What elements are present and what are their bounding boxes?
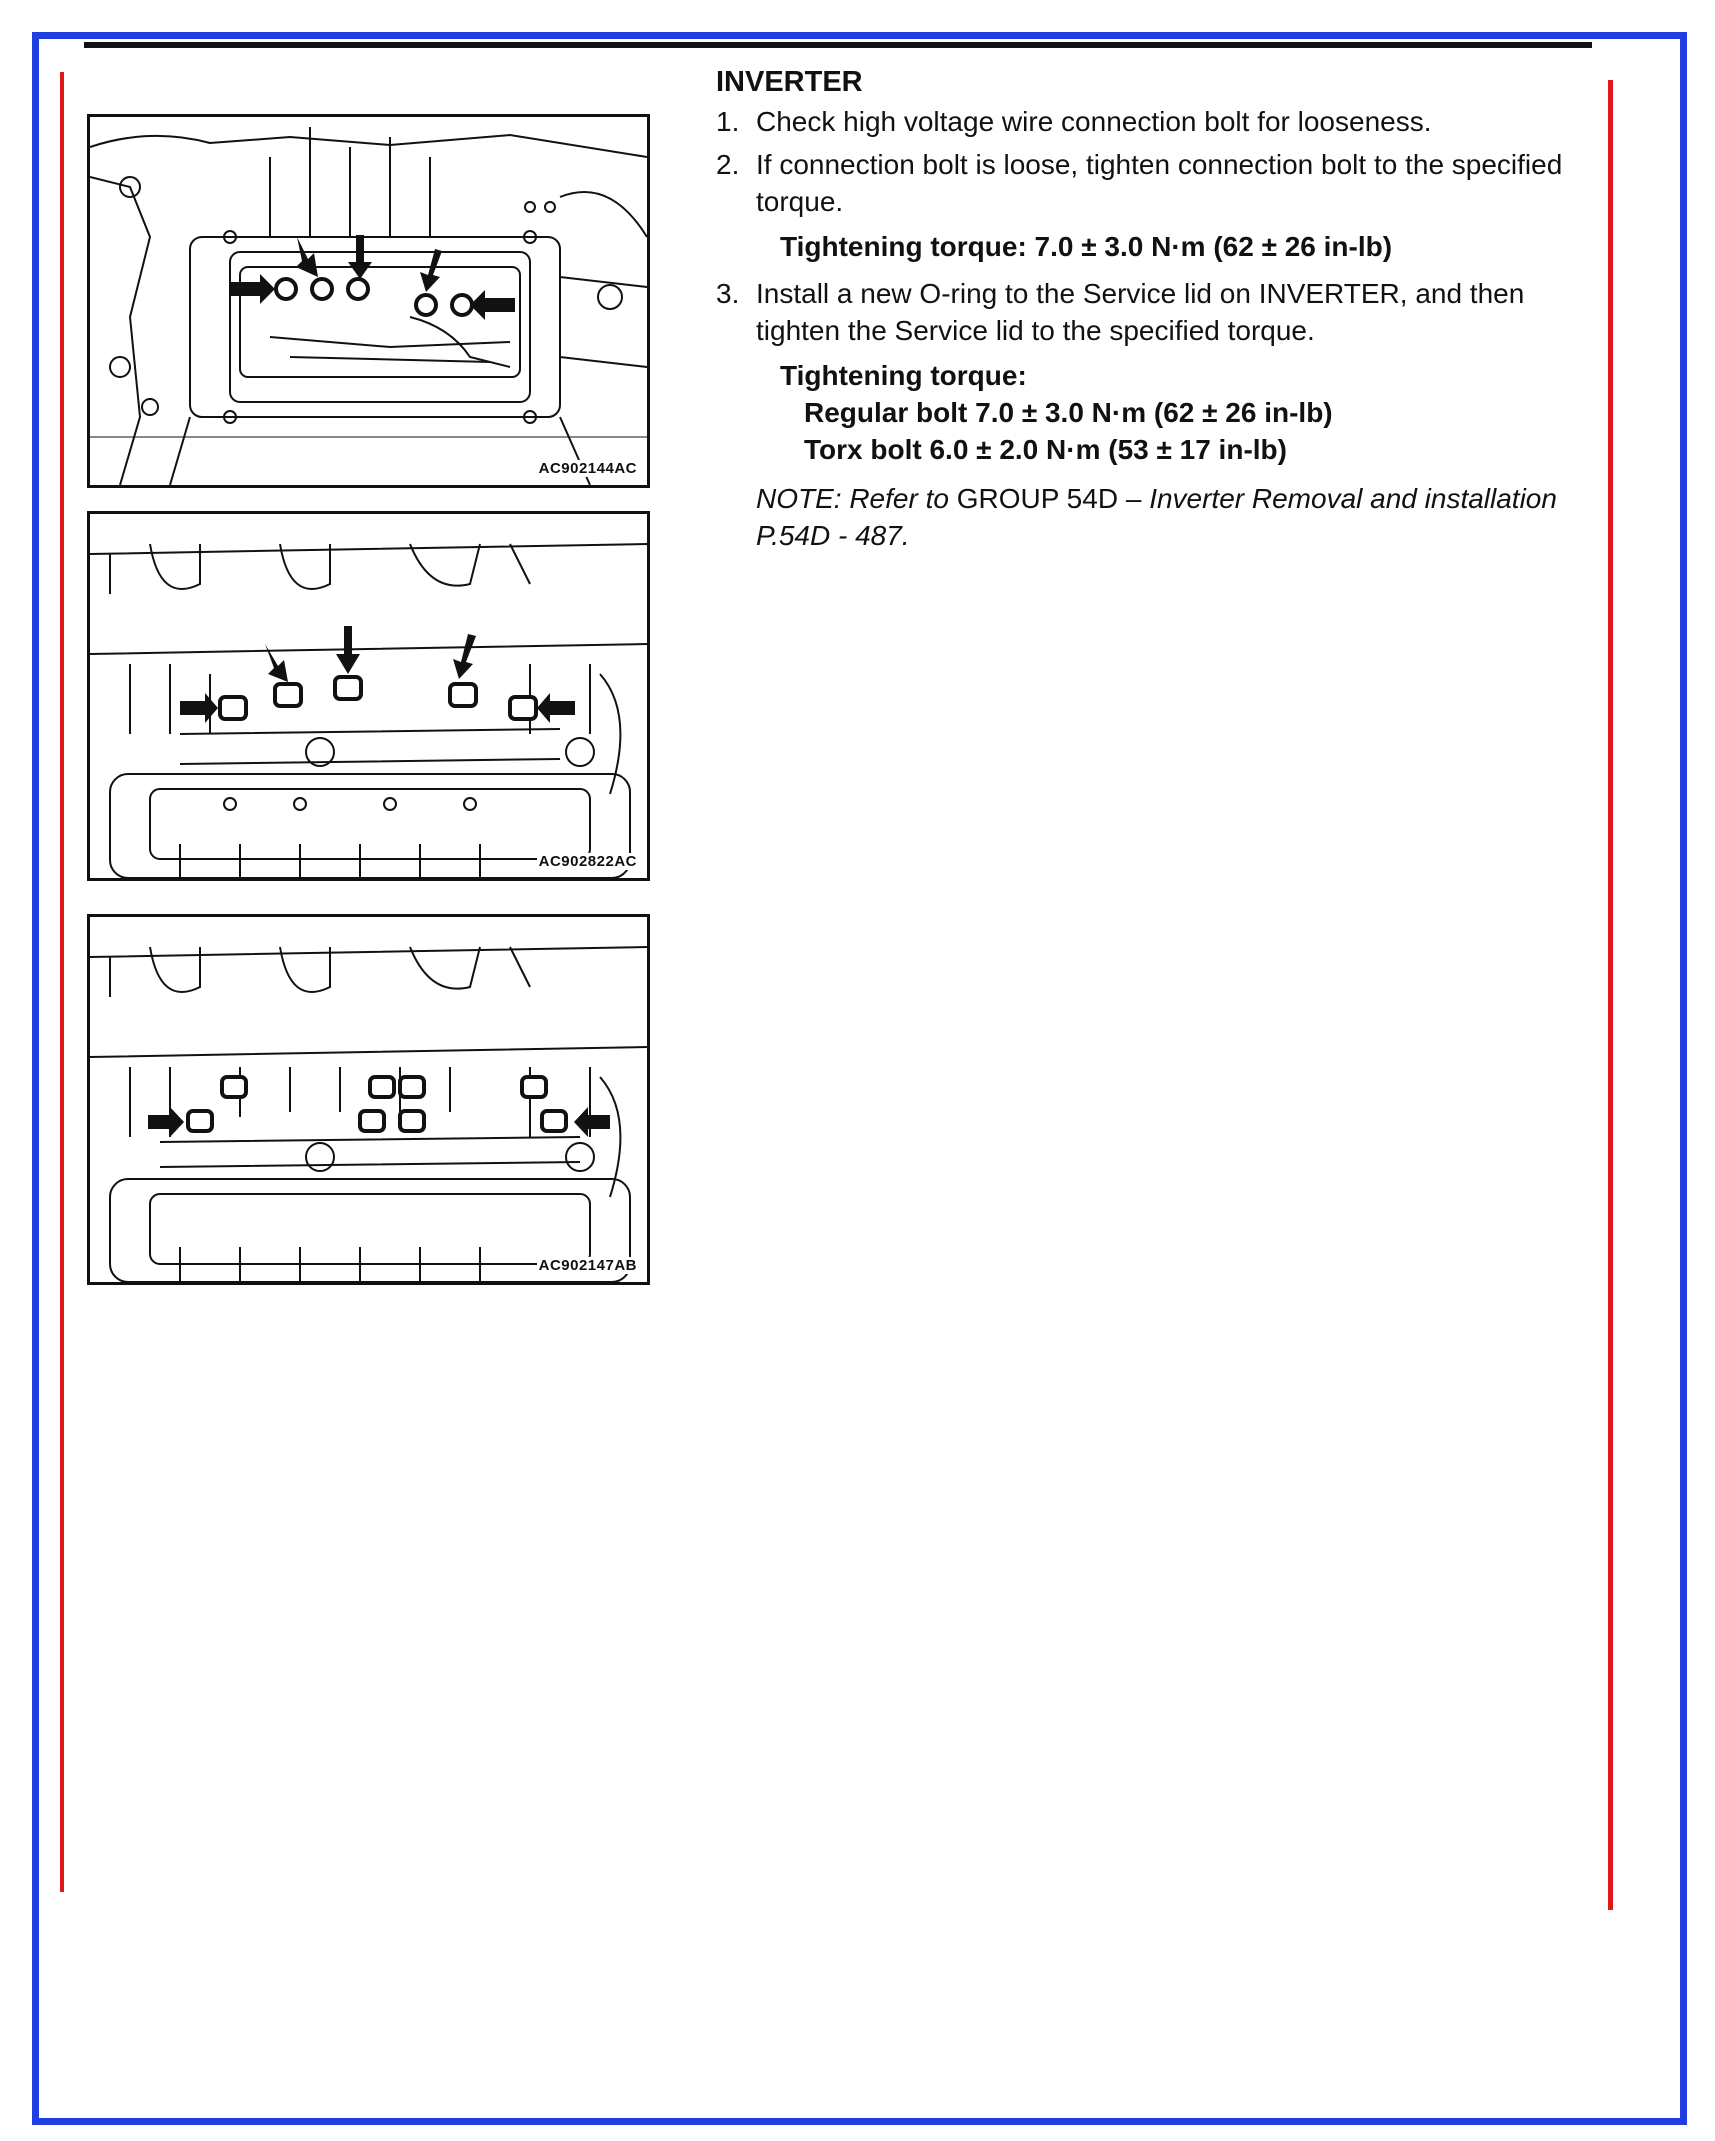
service-lid-bolts-illustration [90, 946, 647, 1282]
figure-service-lid-bolts: AC902147AB [87, 914, 650, 1285]
figure-connection-bolts: AC902822AC [87, 511, 650, 881]
figure-code: AC902147AB [536, 1257, 639, 1274]
torque-spec-step-2: Tightening torque: 7.0 ± 3.0 N·m (62 ± 2… [780, 231, 1393, 262]
step-text: If connection bolt is loose, tighten con… [756, 149, 1563, 217]
note-rest: Inverter Removal and installation P.54D … [756, 483, 1557, 551]
connection-bolts-illustration [90, 543, 647, 878]
torque-label-step-3: Tightening torque: [780, 360, 1027, 391]
step-text: Check high voltage wire connection bolt … [756, 106, 1432, 137]
note-group-link[interactable]: GROUP 54D [956, 483, 1119, 514]
torque-regular-bolt: Regular bolt 7.0 ± 3.0 N·m (62 ± 26 in-l… [804, 397, 1333, 428]
figure-code: AC902822AC [536, 853, 639, 870]
step-1: 1. Check high voltage wire connection bo… [716, 103, 1596, 140]
step-2: 2. If connection bolt is loose, tighten … [716, 146, 1596, 220]
note-prefix: NOTE: Refer to [756, 483, 957, 514]
page-frame [32, 32, 1687, 2125]
torque-torx-bolt: Torx bolt 6.0 ± 2.0 N·m (53 ± 17 in-lb) [804, 434, 1287, 465]
section-title: INVERTER [716, 66, 863, 98]
step-number: 2. [716, 149, 740, 180]
note-reference: NOTE: Refer to GROUP 54D – Inverter Remo… [756, 480, 1596, 554]
step-3: 3. Install a new O-ring to the Service l… [716, 275, 1596, 349]
right-change-bar [1608, 80, 1613, 1910]
step-number: 1. [716, 106, 740, 137]
figure-inverter-top-view: AC902144AC [87, 114, 650, 488]
figure-code: AC902144AC [536, 460, 639, 477]
step-number: 3. [716, 278, 740, 309]
note-dash: – [1118, 483, 1150, 514]
step-text: Install a new O-ring to the Service lid … [756, 278, 1525, 346]
inverter-top-illustration [90, 127, 647, 485]
top-rule [84, 42, 1592, 48]
procedure-text: INVERTER 1. Check high voltage wire conn… [716, 64, 1596, 554]
left-change-bar [60, 72, 64, 1892]
